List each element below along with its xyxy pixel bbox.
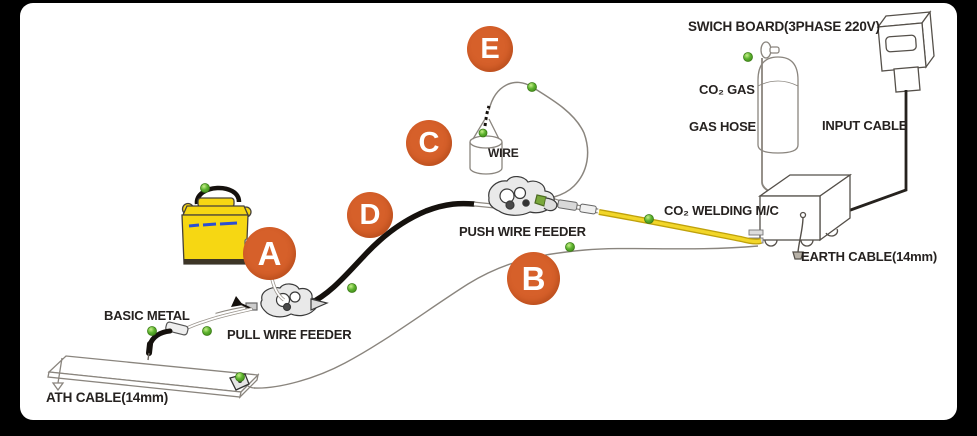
indicator-dot-conduit-d	[347, 283, 357, 293]
label-input-cable: INPUT CABLE	[822, 118, 908, 133]
marker-c: C	[406, 120, 452, 166]
pail-base-band	[184, 259, 246, 264]
pull-feeder-gear	[282, 302, 292, 312]
push-feeder-gear-2	[522, 199, 530, 207]
spool-cylinder	[469, 142, 503, 175]
gas-cylinder	[757, 41, 799, 154]
cable-e-wire-line	[488, 81, 589, 198]
label-switch-board: SWICH BOARD(3PHASE 220V)	[688, 19, 880, 34]
pail-handle	[194, 185, 242, 205]
pail-lid	[181, 205, 250, 216]
machine-wheel-2	[800, 239, 814, 247]
machine-front	[759, 195, 821, 241]
earth-clamp-tail	[247, 385, 256, 389]
push-wire-feeder-device	[473, 176, 558, 216]
machine-terminal-1	[748, 229, 764, 236]
label-pull-wire-feeder: PULL WIRE FEEDER	[227, 327, 352, 342]
input-cable-line	[844, 90, 908, 214]
cable-b-earth-line	[253, 245, 759, 389]
push-feeder-green-block	[534, 194, 547, 207]
indicator-dot-earth-b	[565, 242, 575, 252]
torch-wire-stickout	[147, 352, 150, 361]
welding-machine	[748, 173, 853, 260]
pull-feeder-outlet	[310, 298, 329, 311]
label-wire: WIRE	[488, 146, 519, 160]
pull-wire-feeder-device	[215, 283, 329, 318]
marker-d: D	[347, 192, 393, 238]
indicator-dot-yellow-cable	[644, 214, 654, 224]
plate-leg	[57, 357, 63, 384]
indicator-dot-clamp	[235, 372, 245, 382]
indicator-dot-cylinder	[743, 52, 753, 62]
machine-wheel-1	[764, 239, 778, 247]
indicator-dots	[147, 52, 753, 382]
label-earth-cable: EARTH CABLE(14mm)	[801, 249, 938, 264]
pull-feeder-roller-2	[289, 291, 301, 303]
cable-connector	[551, 197, 599, 215]
label-ath-cable: ATH CABLE(14mm)	[46, 390, 169, 405]
push-feeder-outlet	[543, 197, 558, 212]
indicator-dot-torch	[147, 326, 157, 336]
spool-cone	[472, 118, 500, 140]
label-basic-metal: BASIC METAL	[104, 308, 190, 323]
pull-feeder-arrow	[231, 296, 243, 307]
push-feeder-gear-1	[505, 200, 515, 210]
marker-a: A	[243, 227, 296, 280]
connector-sleeve-1	[557, 199, 578, 211]
label-co2-gas: CO₂ GAS	[699, 82, 755, 97]
switch-board-screen	[885, 34, 917, 53]
torch-cable-core	[182, 308, 253, 331]
connector-sleeve-2	[579, 203, 597, 215]
pail-body	[181, 214, 249, 265]
switch-board-tab	[893, 66, 921, 93]
label-push-wire-feeder: PUSH WIRE FEEDER	[459, 224, 586, 239]
indicator-dot-torch-cable	[202, 326, 212, 336]
welding-torch	[146, 307, 253, 361]
spool-wire-tail	[483, 105, 491, 127]
push-feeder-roller-2	[513, 186, 527, 200]
earth-lead-post	[799, 211, 807, 219]
machine-wheel-3	[825, 228, 839, 237]
cylinder-body	[757, 56, 799, 154]
torch-nozzle	[146, 341, 153, 356]
indicator-dot-pail	[200, 183, 210, 193]
label-gas-hose: GAS HOSE	[689, 119, 757, 134]
yellow-power-cable	[598, 209, 762, 245]
label-co2-welding-mc: CO₂ WELDING M/C	[664, 203, 779, 218]
cable-d-conduit-line	[306, 200, 477, 307]
earth-lead-ground	[792, 251, 804, 260]
yellow-cable-core	[598, 210, 762, 244]
indicator-dot-spool	[478, 128, 488, 138]
marker-e: E	[467, 26, 513, 72]
cylinder-valve-knob	[769, 46, 780, 54]
wire-spool	[469, 118, 503, 175]
pail-logo	[188, 221, 238, 228]
base-metal-plate	[47, 355, 260, 399]
indicator-dot-wire-e	[527, 82, 537, 92]
switch-board	[876, 10, 935, 93]
plate-foot	[51, 382, 65, 392]
earth-lead-wire	[797, 216, 804, 253]
marker-b: B	[507, 252, 560, 305]
